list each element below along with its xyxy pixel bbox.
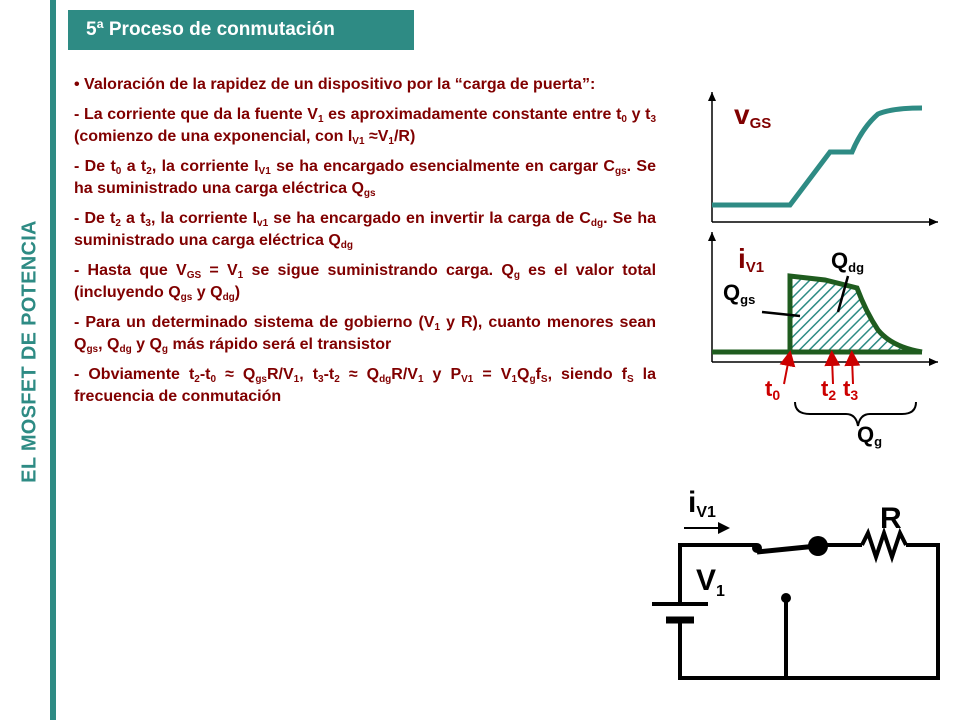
side-accent-bar (50, 0, 56, 720)
t0-arrow (779, 350, 796, 385)
paragraph-2: - La corriente que da la fuente V1 es ap… (74, 106, 657, 147)
t3-arrow (844, 350, 861, 385)
t0-label: t0 (765, 376, 780, 403)
vgs-curve (712, 105, 923, 208)
vgs-plot: vGS (708, 92, 938, 226)
qg-brace (794, 401, 917, 427)
paragraph-3: - De t0 a t2, la corriente IV1 se ha enc… (74, 158, 656, 199)
current-arrow-head (718, 522, 730, 534)
qdg-pointer (836, 275, 850, 313)
paragraph-5: - Hasta que VGS = V1 se sigue suministra… (74, 262, 657, 303)
paragraph-1: • Valoración de la rapidez de un disposi… (74, 76, 596, 93)
resistor-zigzag (860, 526, 908, 564)
slide-title: 5ª Proceso de conmutación (68, 10, 414, 50)
qdg-label: Qdg (831, 248, 864, 275)
charge-hatched-area (790, 276, 922, 352)
vgs-label: vGS (734, 99, 771, 132)
iv1-curve (712, 273, 923, 355)
left-top-wire (678, 543, 757, 604)
paragraph-7: - Obviamente t2-t0 ≈ QgsR/V1, t3-t2 ≈ Qd… (74, 366, 656, 405)
t2-label: t2 (821, 376, 836, 403)
qg-label: Qg (857, 422, 882, 449)
qgs-pointer (761, 310, 801, 318)
iv1-y-arrow (708, 232, 716, 241)
t3-label: t3 (843, 376, 858, 403)
vgs-y-arrow (708, 92, 716, 101)
right-wire (906, 543, 940, 678)
qgs-label: Qgs (723, 280, 755, 307)
t2-arrow (824, 350, 841, 385)
resistor-label: R (880, 502, 902, 535)
source-label: V1 (696, 564, 725, 600)
body-text: • Valoración de la rapidez de un disposi… (74, 74, 656, 416)
iv1-x-arrow (929, 358, 938, 366)
vgs-x-arrow (929, 218, 938, 226)
iv1-plot: iV1 Qdg Qgs t0 t2 t3 Qg (708, 232, 938, 449)
gate-drive-circuit: iV1 R V1 (652, 486, 940, 680)
paragraph-6: - Para un determinado sistema de gobiern… (74, 314, 657, 355)
paragraph-4: - De t2 a t3, la corriente Iv1 se ha enc… (74, 210, 656, 251)
circuit-iv1-label: iV1 (688, 486, 716, 521)
switch-blade (756, 543, 818, 555)
iv1-label: iV1 (738, 243, 764, 276)
